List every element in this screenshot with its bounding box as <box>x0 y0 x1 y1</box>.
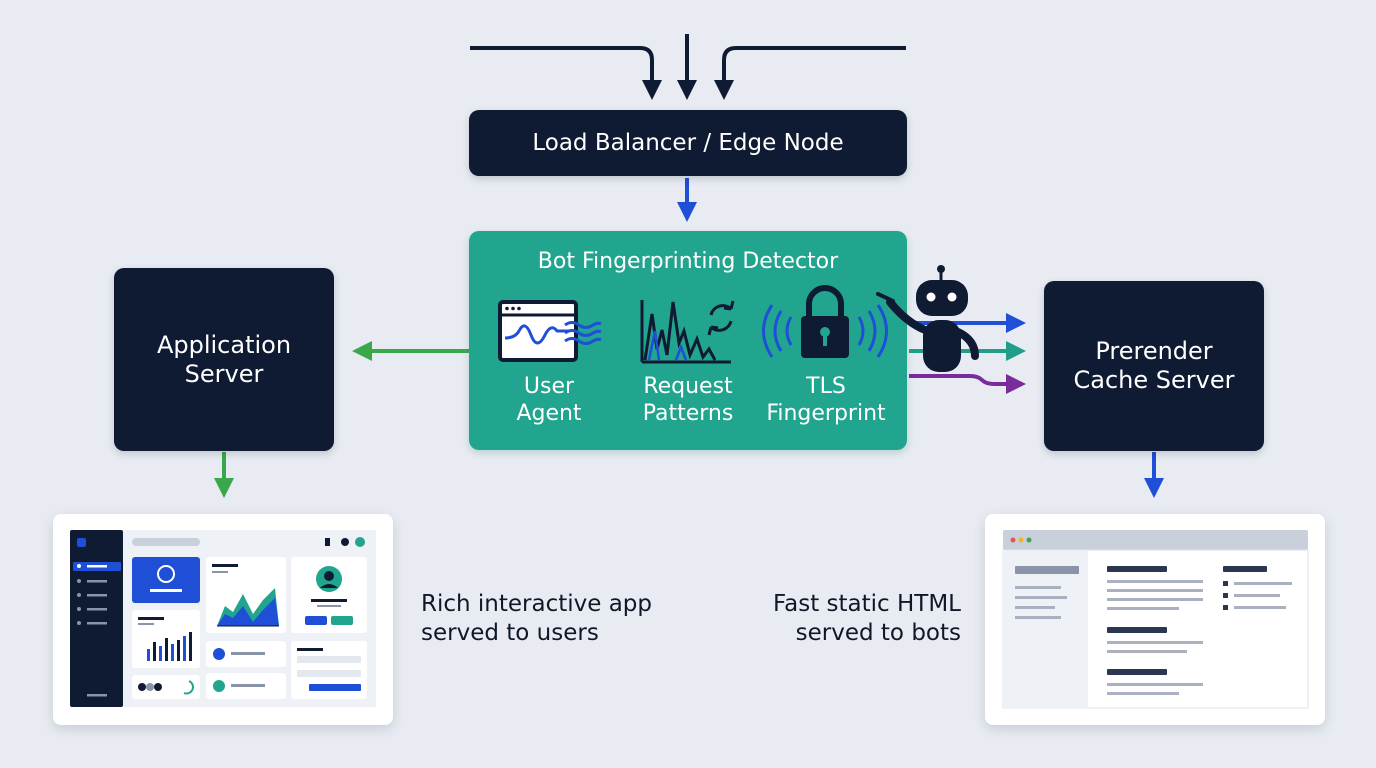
browser-wave-icon <box>498 300 602 362</box>
static-html-preview <box>985 514 1325 725</box>
rich-app-preview <box>53 514 393 725</box>
signal-user-agent-line2: Agent <box>516 401 582 426</box>
signal-tls-fingerprint-line1: TLS <box>806 374 846 399</box>
signal-request-patterns-line1: Request <box>643 374 733 399</box>
cache-server-label-line2: Cache Server <box>1073 366 1235 394</box>
signal-user-agent-line1: User <box>523 374 575 399</box>
app-server-label-line2: Server <box>184 359 264 388</box>
rich-app-illustration <box>70 530 376 707</box>
detector-to-cache-arrows <box>909 313 1026 394</box>
users-caption: Rich interactive app served to users <box>421 590 721 648</box>
spike-chart-icon <box>640 300 735 364</box>
load-balancer-label: Load Balancer / Edge Node <box>532 130 844 156</box>
users-caption-line2: served to users <box>421 620 599 646</box>
detector-icons-layer <box>498 285 888 364</box>
static-html-illustration <box>1002 530 1309 709</box>
app-server-label-line1: Application <box>156 330 292 359</box>
bots-caption-line1: Fast static HTML <box>773 591 961 617</box>
load-balancer-node: Load Balancer / Edge Node <box>469 110 907 176</box>
application-server-node: Application Server <box>114 268 334 451</box>
cache-server-label-line1: Prerender <box>1095 337 1213 365</box>
bots-caption: Fast static HTML served to bots <box>700 590 961 648</box>
incoming-traffic-arrows <box>470 34 906 100</box>
bots-caption-line2: served to bots <box>795 620 961 646</box>
detector-title: Bot Fingerprinting Detector <box>537 249 839 274</box>
signal-tls-fingerprint-line2: Fingerprint <box>766 401 886 426</box>
signal-tls-fingerprint: TLS Fingerprint <box>751 373 901 427</box>
users-caption-line1: Rich interactive app <box>421 591 653 617</box>
bot-detector-node: Bot Fingerprinting Detector <box>469 231 907 450</box>
prerender-cache-server-node: Prerender Cache Server <box>1044 281 1264 451</box>
lock-icon <box>762 285 888 358</box>
signal-request-patterns: Request Patterns <box>613 373 763 427</box>
signal-request-patterns-line2: Patterns <box>642 401 734 426</box>
signal-user-agent: User Agent <box>474 373 624 427</box>
